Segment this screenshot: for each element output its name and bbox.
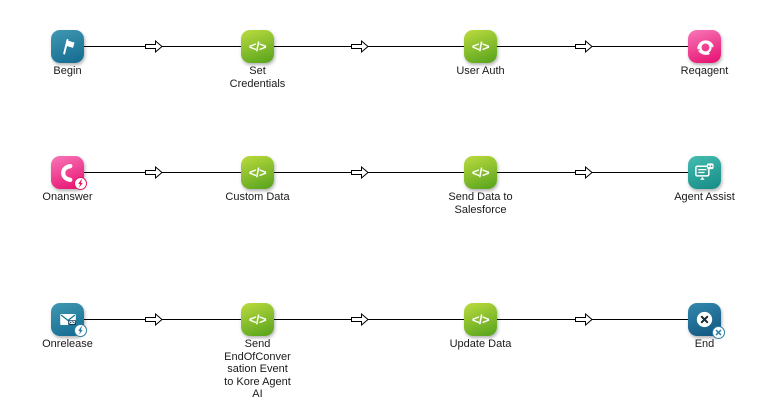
code-snippet-glyph: </> xyxy=(248,312,267,327)
agent-headset-icon[interactable] xyxy=(688,30,721,63)
lightning-icon xyxy=(74,177,87,190)
code-snippet-glyph: </> xyxy=(471,312,490,327)
connector-line xyxy=(495,319,690,320)
code-snippet-icon[interactable]: </> xyxy=(241,303,274,336)
code-snippet-glyph: </> xyxy=(248,165,267,180)
code-snippet-glyph: </> xyxy=(471,39,490,54)
node-label: Begin xyxy=(53,65,82,77)
code-snippet-icon[interactable]: </> xyxy=(464,156,497,189)
connector-arrow-icon xyxy=(144,165,163,180)
connector-arrow-icon xyxy=(351,312,369,327)
connector-arrow-icon xyxy=(574,312,593,327)
connector-line xyxy=(495,172,690,173)
node-label: End xyxy=(694,338,715,350)
node-label: Send EndOfConver sation Event to Kore Ag… xyxy=(224,338,291,400)
flag-icon[interactable] xyxy=(51,30,84,63)
node-label: Onanswer xyxy=(42,191,93,203)
node-label: Send Data to Salesforce xyxy=(448,191,513,216)
node-label: Set Credentials xyxy=(229,65,286,90)
lightning-icon xyxy=(74,324,87,337)
connector-line xyxy=(82,46,243,47)
node-label: Custom Data xyxy=(225,191,290,203)
node-label: Onrelease xyxy=(42,338,93,350)
agent-assist-icon[interactable] xyxy=(688,156,721,189)
node-label: Update Data xyxy=(449,338,512,350)
code-snippet-icon[interactable]: </> xyxy=(464,30,497,63)
code-snippet-icon[interactable]: </> xyxy=(464,303,497,336)
connector-arrow-icon xyxy=(574,165,593,180)
code-snippet-glyph: </> xyxy=(248,39,267,54)
node-label: Reqagent xyxy=(680,65,729,77)
code-snippet-icon[interactable]: </> xyxy=(241,30,274,63)
x-badge-icon xyxy=(712,326,725,339)
code-snippet-icon[interactable]: </> xyxy=(241,156,274,189)
connector-arrow-icon xyxy=(574,39,593,54)
connector-line xyxy=(82,319,243,320)
node-label: User Auth xyxy=(456,65,505,77)
connector-arrow-icon xyxy=(351,165,369,180)
connector-line xyxy=(272,46,466,47)
node-label: Agent Assist xyxy=(674,191,735,203)
connector-line xyxy=(495,46,690,47)
connector-arrow-icon xyxy=(144,312,163,327)
code-snippet-glyph: </> xyxy=(471,165,490,180)
connector-arrow-icon xyxy=(144,39,163,54)
connector-line xyxy=(272,172,466,173)
connector-line xyxy=(82,172,243,173)
connector-arrow-icon xyxy=(351,39,369,54)
connector-line xyxy=(272,319,466,320)
